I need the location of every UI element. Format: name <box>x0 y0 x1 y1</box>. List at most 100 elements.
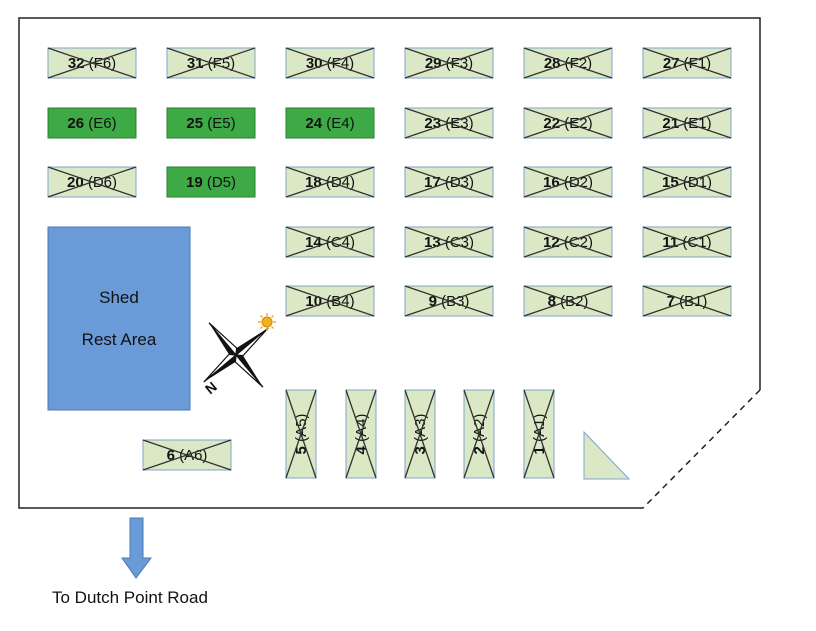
cross-out-line <box>642 285 732 317</box>
cross-out-line <box>404 285 494 317</box>
cross-out-line <box>142 439 232 471</box>
plot-1: 1 (A1) <box>523 389 555 479</box>
plot-22: 22 (E2) <box>523 107 613 139</box>
plot-18: 18 (D4) <box>285 166 375 198</box>
cross-out-line <box>285 166 375 198</box>
cross-out-line <box>463 389 495 479</box>
plot-14: 14 (C4) <box>285 226 375 258</box>
plot-26: 26 (E6) <box>47 107 137 139</box>
plot-number: 7 <box>667 293 675 310</box>
plot-number: 3 <box>412 446 429 454</box>
plot-8: 8 (B2) <box>523 285 613 317</box>
plot-code: (C2) <box>560 234 593 251</box>
cross-out-line <box>642 166 732 198</box>
plot-label: 19 (D5) <box>186 174 236 191</box>
plot-code: (E2) <box>560 115 593 132</box>
plot-code: (E1) <box>679 115 712 132</box>
plot-label: 31 (F5) <box>187 55 235 72</box>
plot-label: 26 (E6) <box>67 115 116 132</box>
plot-code: (D3) <box>441 174 474 191</box>
plot-code: (C1) <box>678 234 711 251</box>
plot-4: 4 (A4) <box>345 389 377 479</box>
plot-number: 25 <box>186 115 203 132</box>
plot-15: 15 (D1) <box>642 166 732 198</box>
cross-out-line <box>166 47 256 79</box>
plot-16: 16 (D2) <box>523 166 613 198</box>
plot-code: (E6) <box>84 115 117 132</box>
plot-3: 3 (A3) <box>404 389 436 479</box>
plot-box <box>47 107 137 139</box>
plot-29: 29 (F3) <box>404 47 494 79</box>
plot-grid: 32 (F6)31 (F5)30 (F4)29 (F3)28 (F2)27 (F… <box>47 47 732 479</box>
cross-out-line <box>345 389 377 479</box>
shed-block <box>47 226 191 411</box>
cross-out-line <box>404 389 436 479</box>
shed-label: Shed <box>99 288 139 307</box>
plot-24: 24 (E4) <box>285 107 375 139</box>
plot-number: 6 <box>167 447 175 464</box>
plot-9: 9 (B3) <box>404 285 494 317</box>
plot-code: (C4) <box>322 234 355 251</box>
shed-rest-area: Shed Rest Area <box>47 226 191 411</box>
plot-20: 20 (D6) <box>47 166 137 198</box>
sun-icon <box>258 313 276 331</box>
cross-out-line <box>523 226 613 258</box>
plot-code: (E4) <box>322 115 355 132</box>
plot-25: 25 (E5) <box>166 107 256 139</box>
plot-label: 24 (E4) <box>305 115 354 132</box>
plot-11: 11 (C1) <box>642 226 732 258</box>
cross-out-line <box>404 166 494 198</box>
cross-out-line <box>642 107 732 139</box>
plot-code: (F5) <box>204 55 236 72</box>
plot-code: (B4) <box>322 293 355 310</box>
plot-code: (F6) <box>85 55 117 72</box>
plot-21: 21 (E1) <box>642 107 732 139</box>
cross-out-line <box>285 285 375 317</box>
plot-19: 19 (D5) <box>166 166 256 198</box>
cross-out-line <box>47 47 137 79</box>
cross-out-line <box>523 166 613 198</box>
down-arrow-icon <box>121 517 152 579</box>
triangle-marker <box>583 430 631 480</box>
rest-area-label: Rest Area <box>82 330 157 349</box>
plot-7: 7 (B1) <box>642 285 732 317</box>
cross-out-line <box>523 107 613 139</box>
plot-code: (E3) <box>441 115 474 132</box>
plot-13: 13 (C3) <box>404 226 494 258</box>
plot-code: (F1) <box>680 55 712 72</box>
plot-label: 25 (E5) <box>186 115 235 132</box>
plot-number: 2 <box>471 446 488 454</box>
plot-number: 1 <box>531 446 548 454</box>
plot-28: 28 (F2) <box>523 47 613 79</box>
plot-32: 32 (F6) <box>47 47 137 79</box>
plot-number: 8 <box>548 293 556 310</box>
plot-code: (F2) <box>561 55 593 72</box>
plot-2: 2 (A2) <box>463 389 495 479</box>
cross-out-line <box>523 285 613 317</box>
cross-out-line <box>47 166 137 198</box>
cross-out-line <box>404 47 494 79</box>
plot-code: (D2) <box>560 174 593 191</box>
plot-number: 26 <box>67 115 84 132</box>
plot-17: 17 (D3) <box>404 166 494 198</box>
cross-out-line <box>285 226 375 258</box>
site-boundary-dashed <box>642 389 761 509</box>
plot-30: 30 (F4) <box>285 47 375 79</box>
compass-rose-icon <box>203 322 269 388</box>
cross-out-line <box>404 226 494 258</box>
plot-number: 5 <box>293 446 310 454</box>
cross-out-line <box>523 389 555 479</box>
plot-box <box>166 166 256 198</box>
plot-6: 6 (A6) <box>142 439 232 471</box>
cross-out-line <box>642 226 732 258</box>
site-boundary <box>18 17 761 509</box>
plot-5: 5 (A5) <box>285 389 317 479</box>
cross-out-line <box>285 47 375 79</box>
plot-number: 24 <box>305 115 322 132</box>
plot-code: (D4) <box>322 174 355 191</box>
plot-code: (F3) <box>442 55 474 72</box>
plot-box <box>285 107 375 139</box>
cross-out-line <box>642 47 732 79</box>
cross-out-line <box>404 107 494 139</box>
